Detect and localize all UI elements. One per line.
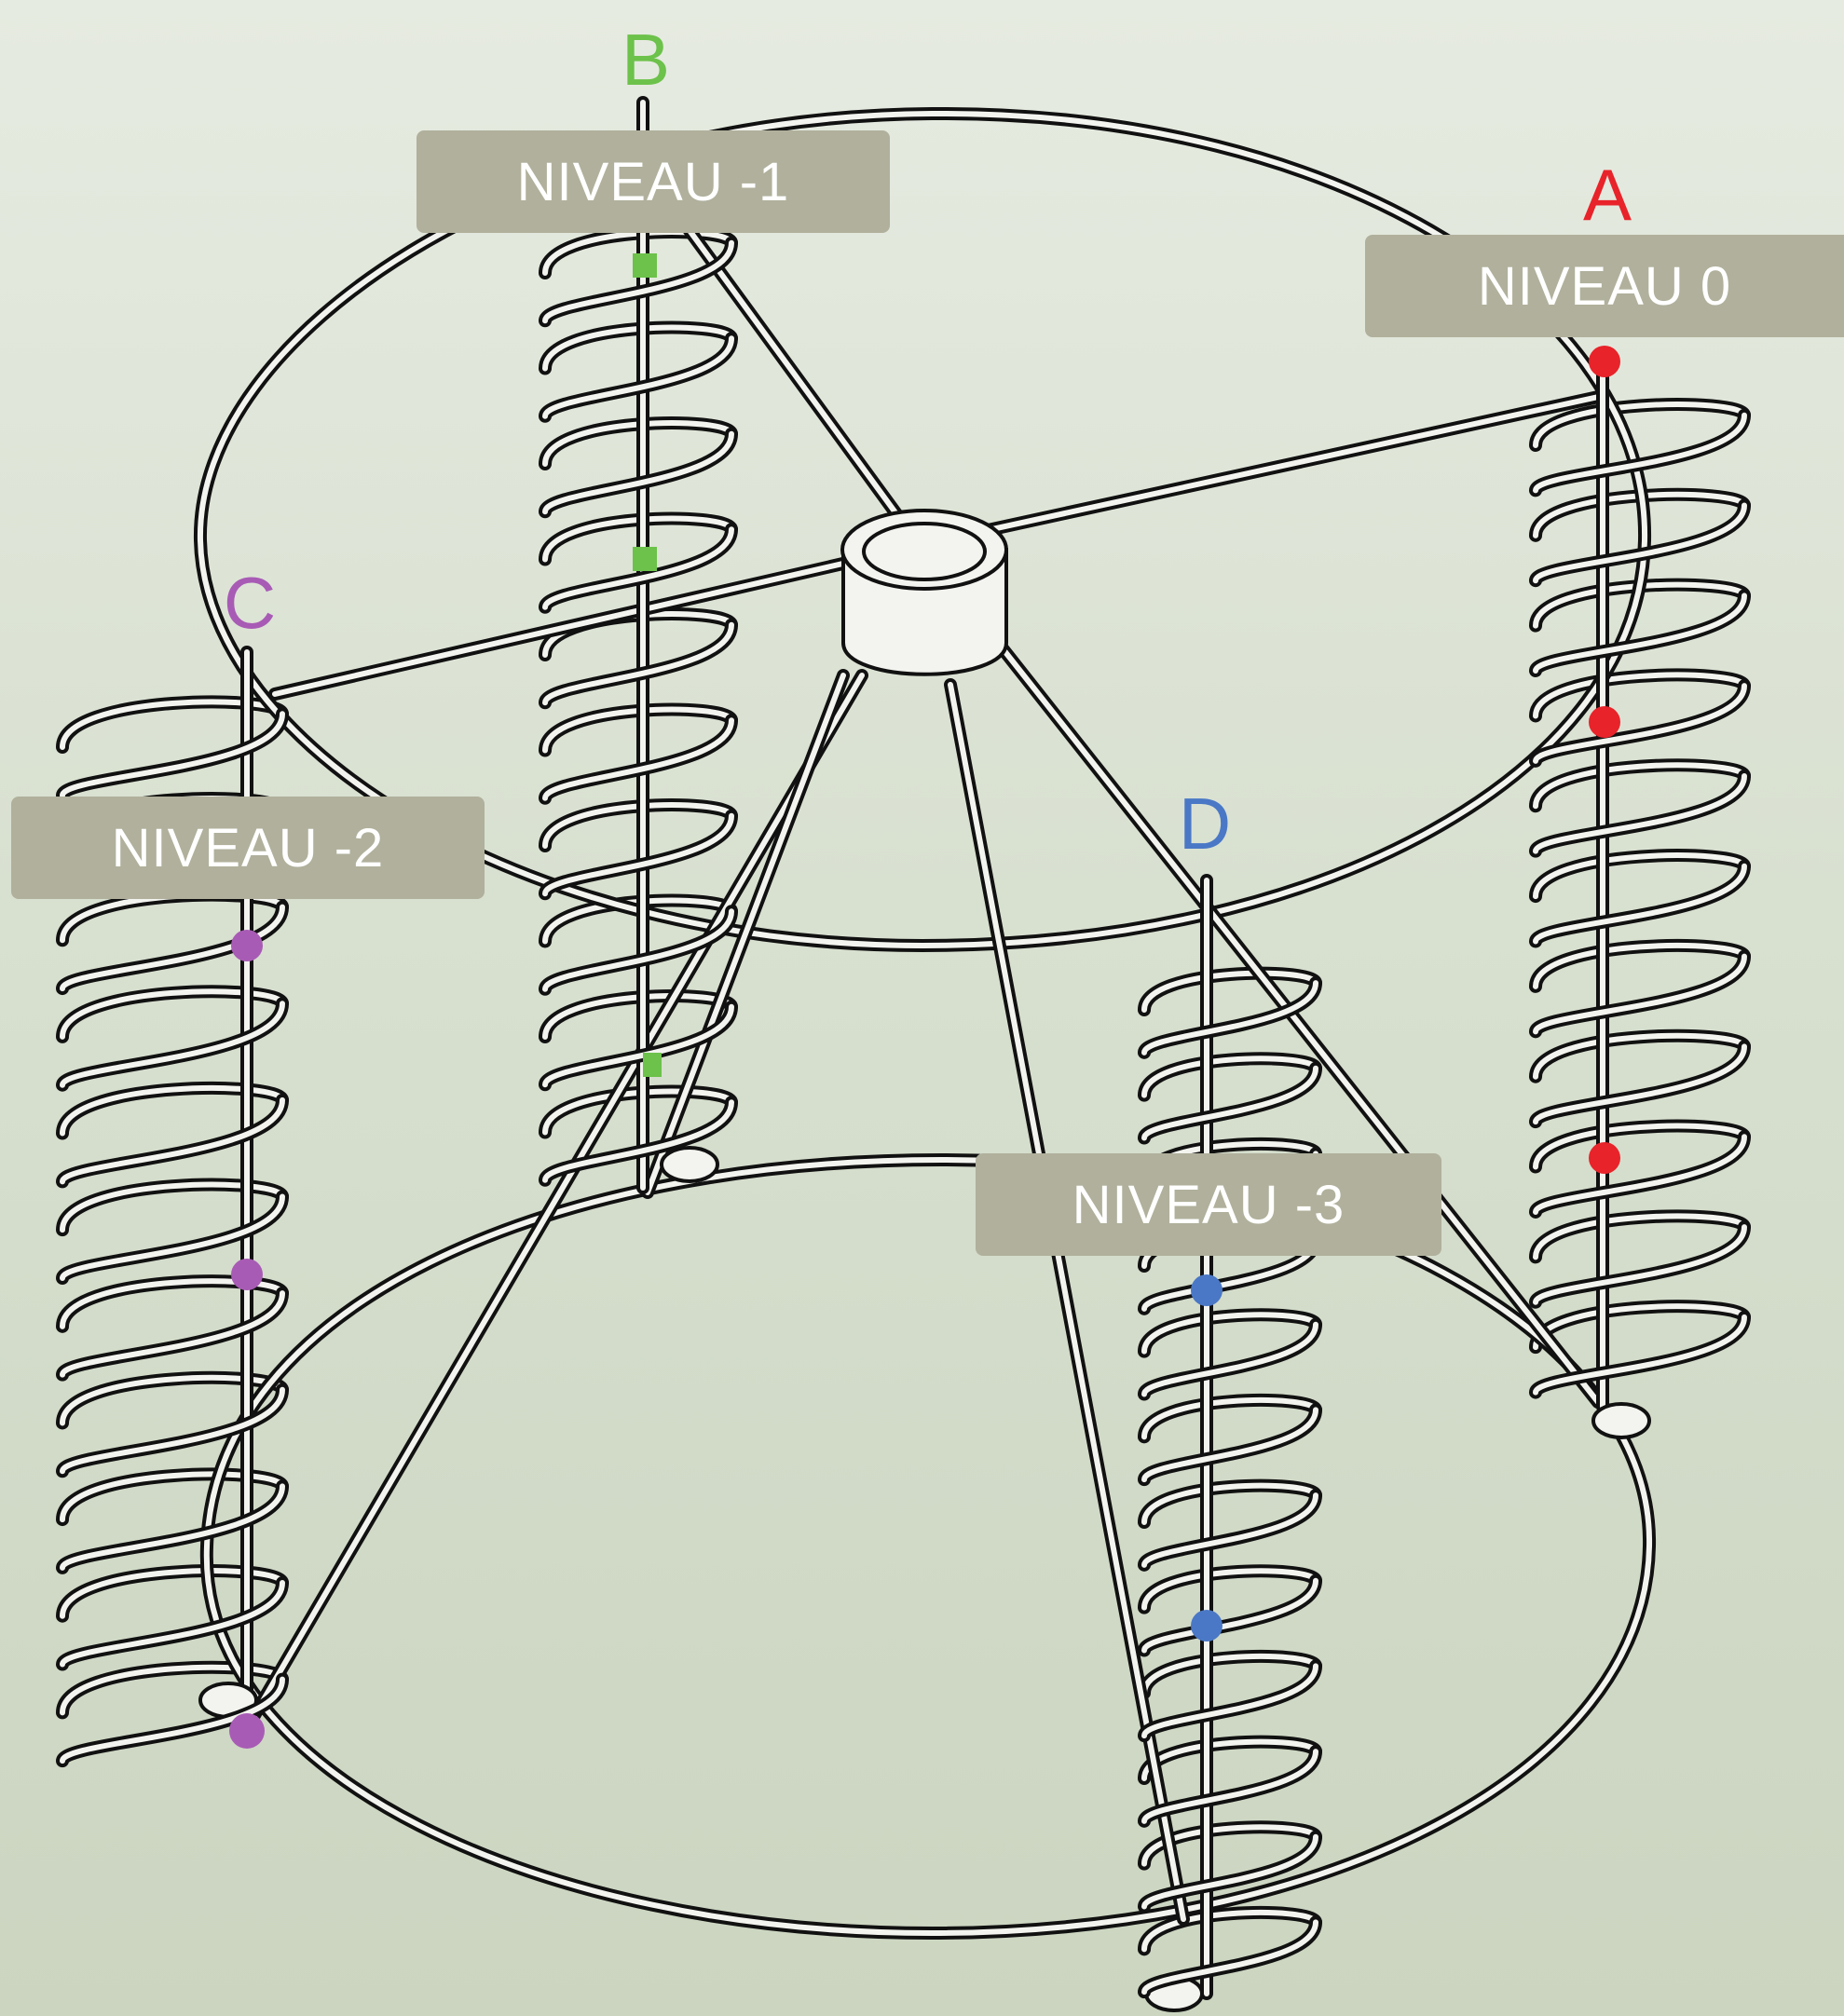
marker-c-1 [231,930,263,961]
helix-d-back-strands-inner [1141,970,1318,1953]
marker-a-1 [1589,346,1620,377]
spoke-to-b-inner [668,202,925,552]
foot-a [1591,1402,1651,1439]
level-label-0: NIVEAU 0 [1365,235,1844,337]
marker-d-2 [1191,1610,1223,1641]
front-helix-a [1529,408,1751,1399]
marker-a-2 [1589,706,1620,738]
letter-a: A [1582,154,1632,236]
spoke-to-d-inner [929,556,1601,1405]
bottom-ring [199,1153,1657,1940]
level-label-m1: NIVEAU -1 [417,130,890,233]
letter-d: D [1178,783,1232,865]
marker-c-2 [231,1259,263,1290]
foot-b [660,1146,719,1183]
letter-c: C [223,562,277,644]
bottom-ring-inner [203,1157,1653,1936]
leg-right-inner [948,682,1186,1922]
spoke-to-a-inner [938,393,1605,543]
poles [198,96,1651,2012]
markers [229,253,1620,1749]
front-helix-b [539,236,738,1187]
leg-left-inner [244,673,865,1731]
helix-b-front-strands-inner [542,239,734,1183]
marker-b-3 [643,1053,662,1077]
marker-a-3 [1589,1142,1620,1174]
spoke-to-c-inner [272,547,907,697]
letter-b: B [621,19,671,101]
marker-c-3 [229,1713,265,1749]
frame [193,106,1657,1940]
front-helix-d [1138,976,1322,1999]
leg-back-inner [645,673,846,1195]
marker-b-1 [633,253,657,278]
marker-d-1 [1191,1274,1223,1306]
marker-b-2 [633,547,657,571]
back-helix-d [1138,966,1322,1956]
level-label-m2: NIVEAU -2 [11,797,485,899]
helix-a-front-strands-inner [1533,412,1747,1396]
level-label-m3: NIVEAU -3 [976,1153,1441,1256]
central-hub [840,509,1008,676]
